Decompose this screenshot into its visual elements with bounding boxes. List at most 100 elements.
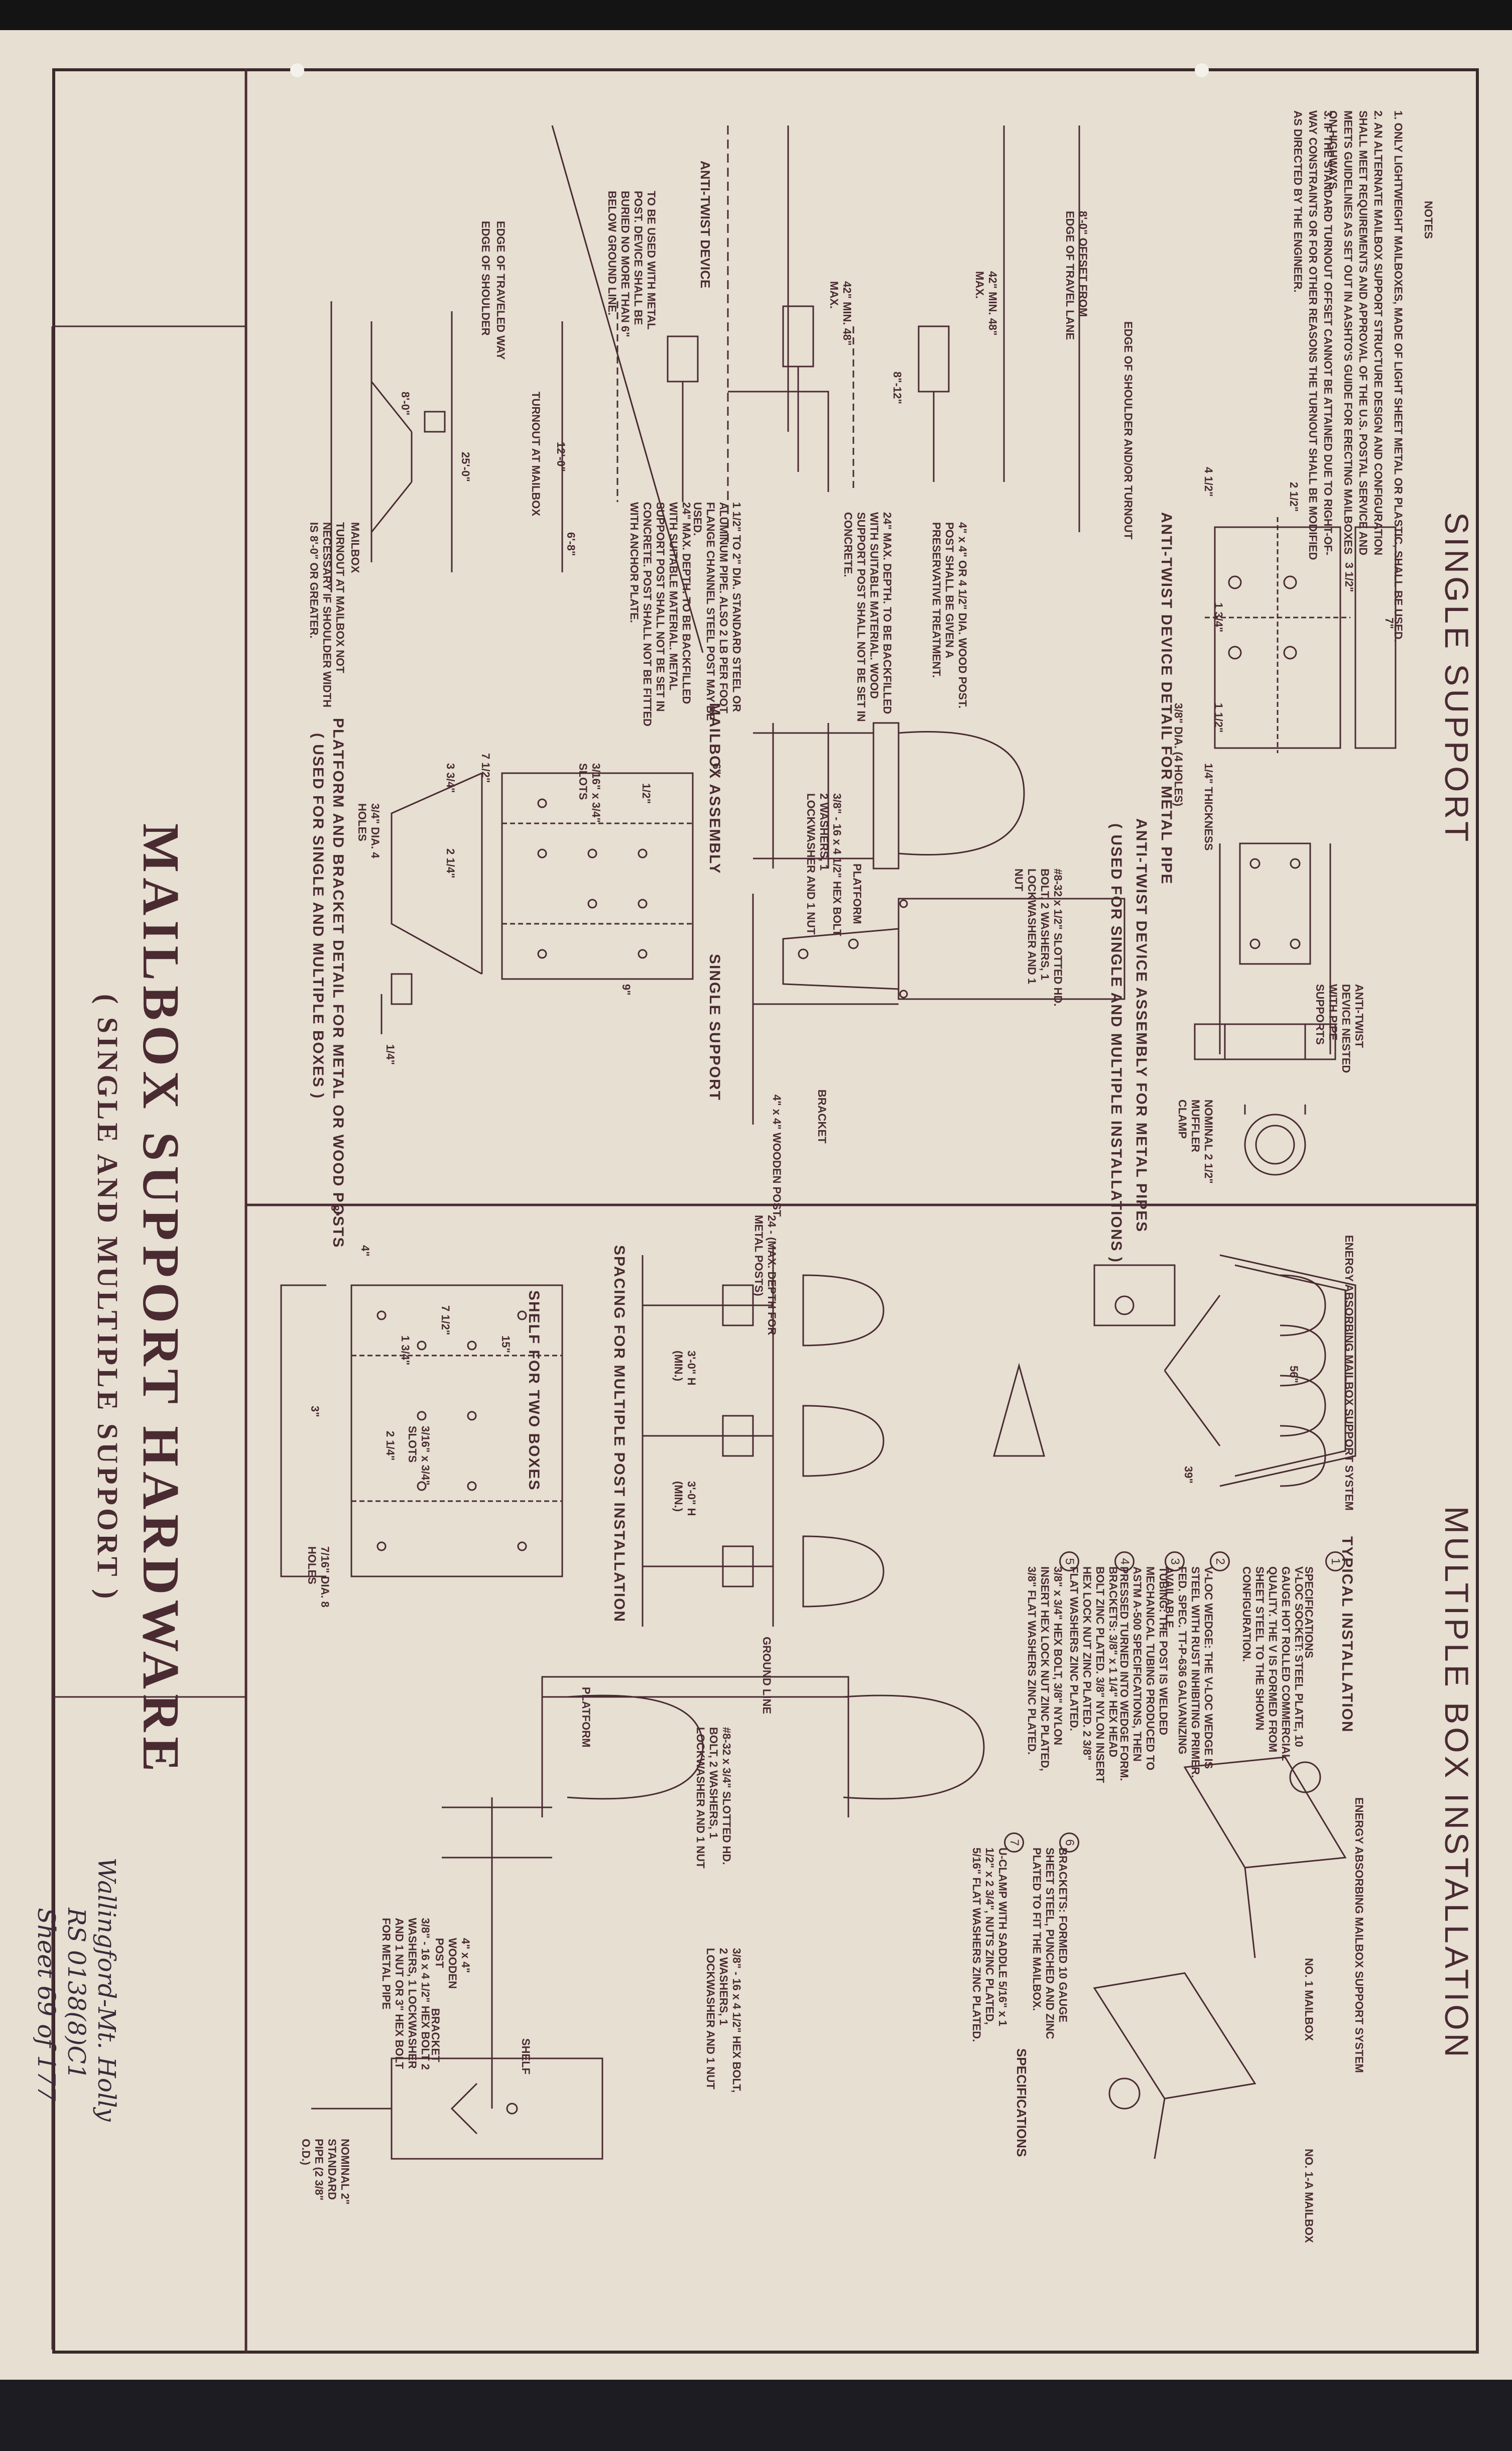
dim-turnout-6ft: 6'-8" (565, 532, 577, 556)
multiple-assembly-drawing (311, 1676, 985, 2160)
right-specifications-heading: SPECIFICATIONS (1014, 2048, 1029, 2157)
anti-twist-dim-7: 7" (1383, 618, 1396, 629)
spacing-depth: 24 - (MAX. DEPTH FOR METAL POSTS) (752, 1215, 778, 1335)
spec-4: BRACKETS: 3/8" x 1 1/4" HEX HEAD BOLT ZI… (1068, 1566, 1119, 1783)
turnout-label: TURNOUT AT MAILBOX (530, 392, 542, 517)
edge-of-shoulder-label: EDGE OF SHOULDER AND/OR TURNOUT (1122, 321, 1135, 540)
offset-label: 8'-0" OFFSET FROM EDGE OF TRAVEL LANE (1064, 211, 1089, 340)
metal-post-note: 1 1/2" TO 2" DIA. STANDARD STEEL OR ALUM… (691, 502, 743, 721)
multiple-box-heading: MULTIPLE BOX INSTALLATION (1438, 1506, 1475, 2060)
multi-wooden-post-label: 4" x 4" WOODEN POST (433, 1938, 472, 1989)
anti-twist-dim-4-1-2: 4 1/2" (1202, 467, 1215, 497)
single-support-heading: SINGLE SUPPORT (1438, 512, 1475, 845)
platform-label: PLATFORM (851, 864, 863, 924)
mailbox-assembly-drawing (752, 722, 1125, 1125)
shelf-slots: 3/16" x 3/4" SLOTS (406, 1426, 432, 1486)
anti-twist-detail-title: ANTI-TWIST DEVICE DETAIL FOR METAL PIPE (1158, 512, 1175, 885)
handwritten-project-number: RS 0138(8)C1 (62, 1908, 90, 2079)
shelf-dim-3: 3" (309, 1406, 321, 1417)
platform-detail-drawing (381, 772, 694, 1034)
bracket-label: BRACKET (816, 1089, 828, 1144)
multi-platform-label: PLATFORM (580, 1687, 592, 1748)
callout-1: 1 (1325, 1551, 1345, 1571)
shelf-holes: 7/16" DIA. 8 HOLES (306, 1546, 331, 1608)
anti-twist-dim-2-1-2: 2 1/2" (1288, 482, 1300, 512)
shelf-dim-15: 15" (499, 1335, 512, 1353)
hex-bolt-label: 3/8" - 16 x 4 1/2" HEX BOLT 2 WASHERS, 1… (805, 793, 843, 936)
nested-device-label: ANTI-TWIST DEVICE NESTED WITH PIPE SUPPO… (1314, 984, 1365, 1073)
platform-dim-1-4: 1/4" (384, 1044, 397, 1065)
energy-system-label: ENERGY ABSORBING MAILBOX SUPPORT SYSTEM (1343, 1235, 1355, 1511)
dim-39: 39" (1182, 1466, 1195, 1484)
wood-depth-note: 24" MAX. DEPTH. TO BE BACKFILLED WITH SU… (842, 512, 894, 722)
shelf-dim-2-1-4: 2 1/4" (384, 1431, 397, 1461)
anti-twist-dim-1-3-4: 1 3/4" (1212, 602, 1225, 633)
anti-twist-device-label: ANTI-TWIST DEVICE (698, 161, 713, 289)
scan-bottom-edge (0, 2380, 1512, 2451)
multi-hex-bolt-label: 3/8" - 16 x 4 1/2" HEX BOLT, 2 WASHERS, … (704, 1948, 743, 2093)
scan-top-edge (0, 0, 1512, 30)
anti-twist-dim-1-1-2: 1 1/2" (1212, 703, 1225, 733)
platform-dim-6: 6" (710, 763, 723, 775)
handwritten-sheet-number: Sheet 69 of 177 (32, 1908, 60, 2102)
anti-twist-assembly-subtitle: ( USED FOR SINGLE AND MULTIPLE INSTALLAT… (1108, 823, 1124, 1263)
slotted-bolt-label: #8-32 x 1/2" SLOTTED HD. BOLT, 2 WASHERS… (1013, 869, 1064, 1007)
shelf-dim-7-1-2: 7 1/2" (439, 1305, 452, 1335)
multi-bracket-label: BRACKET (429, 2008, 442, 2062)
multi-pipe-label: NOMINAL 2" STANDARD PIPE (2 3/8" O.D.) (300, 2139, 351, 2205)
anti-twist-detail-drawing (1205, 517, 1397, 753)
mailbox-isometric-drawings (1093, 1756, 1347, 2159)
callout-2: 2 (1210, 1551, 1230, 1571)
multi-slotted-bolt-label: #8-32 x 3/4" SLOTTED HD. BOLT, 2 WASHERS… (694, 1727, 733, 1869)
ground-line-label: GROUND LINE (761, 1637, 773, 1714)
spacing-2: 3'-0" H (MIN.) (672, 1481, 698, 1516)
spec-1: V-LOC SOCKET: STEEL PLATE, 10 GAUGE HOT … (1240, 1566, 1305, 1761)
edge-shoulder-label: EDGE OF SHOULDER (479, 221, 492, 336)
anti-twist-assembly-drawing (1194, 842, 1336, 1176)
right-energy-system-label: ENERGY ABSORBING MAILBOX SUPPORT SYSTEM (1353, 1797, 1365, 2073)
wood-post-note: 4" x 4" OR 4 1/2" DIA. WOOD POST. POST S… (930, 522, 969, 709)
platform-detail-title: PLATFORM AND BRACKET DETAIL FOR METAL OR… (330, 718, 346, 1249)
platform-dim-2-1-4: 2 1/4" (444, 848, 457, 879)
spec-6: BRACKETS: FORMED 10 GAUGE SHEET STEEL, P… (1031, 1848, 1069, 2039)
platform-slots: 3/16" x 3/4" SLOTS (577, 763, 602, 823)
callout-7: 7 (1004, 1832, 1024, 1853)
mailbox-no1a-label: NO. 1-A MAILBOX (1303, 2149, 1315, 2243)
drawing-subtitle: ( SINGLE AND MULTIPLE SUPPORT ) (91, 994, 124, 1602)
callout-6: 6 (1059, 1832, 1079, 1853)
edge-travel-label: EDGE OF TRAVELED WAY (494, 221, 507, 360)
ground-note: TO BE USED WITH METAL POST. DEVICE SHALL… (606, 191, 658, 337)
mailbox-no1-label: NO. 1 MAILBOX (1303, 1958, 1315, 2041)
platform-dim-9: 9" (620, 984, 633, 996)
spec-3: TUBING: THE POST IS WELDED MECHANICAL TU… (1118, 1566, 1170, 1781)
platform-holes: 3/4" DIA. 4 HOLES (356, 803, 382, 859)
dim-56: 56" (1288, 1366, 1300, 1383)
muffler-clamp-label: NOMINAL 2 1/2" MUFFLER CLAMP (1176, 1099, 1215, 1184)
callout-4: 4 (1114, 1551, 1135, 1571)
shelf-dim-1-3-4: 1 3/4" (399, 1335, 412, 1366)
single-support-section-metal (551, 125, 814, 653)
spacing-1: 3'-0" H (MIN.) (672, 1351, 698, 1386)
turnout-note: TURNOUT AT MAILBOX NOT NECESSARY IF SHOU… (308, 522, 346, 708)
turnout-plan (330, 301, 563, 592)
dim-turnout-12ft: 12'-0" (555, 442, 567, 472)
platform-detail-subtitle: ( USED FOR SINGLE AND MULTIPLE BOXES ) (310, 733, 326, 1099)
notes-heading: NOTES (1422, 201, 1435, 239)
anti-twist-dim-3-1-2: 3 1/2" (1343, 562, 1355, 592)
anti-twist-holes: 3/8" DIA. (4 HOLES) (1172, 703, 1185, 807)
punch-hole-1 (290, 63, 304, 77)
platform-dim-1-2: 1/2" (640, 783, 653, 804)
wooden-post-label: 4" x 4" WOODEN POST (771, 1094, 783, 1217)
energy-absorbing-drawing (993, 1254, 1356, 1487)
height-label-wood: 42" MIN. 48" MAX. (973, 271, 999, 336)
callout-5: 5 (1059, 1551, 1079, 1571)
callout-3: 3 (1165, 1551, 1185, 1571)
anti-twist-thickness: 1/4" THICKNESS (1202, 763, 1215, 851)
spec-5: 3/8" x 3/4" HEX BOLT, 3/8" NYLON INSERT … (1026, 1566, 1064, 1771)
shelf-title: SHELF FOR TWO BOXES (526, 1290, 542, 1491)
height-label-metal: 42" MIN. 48" MAX. (828, 281, 853, 346)
note-1: 1. ONLY LIGHTWEIGHT MAILBOXES, MADE OF L… (1392, 110, 1405, 643)
shelf-dim-4: 4" (359, 1245, 371, 1257)
